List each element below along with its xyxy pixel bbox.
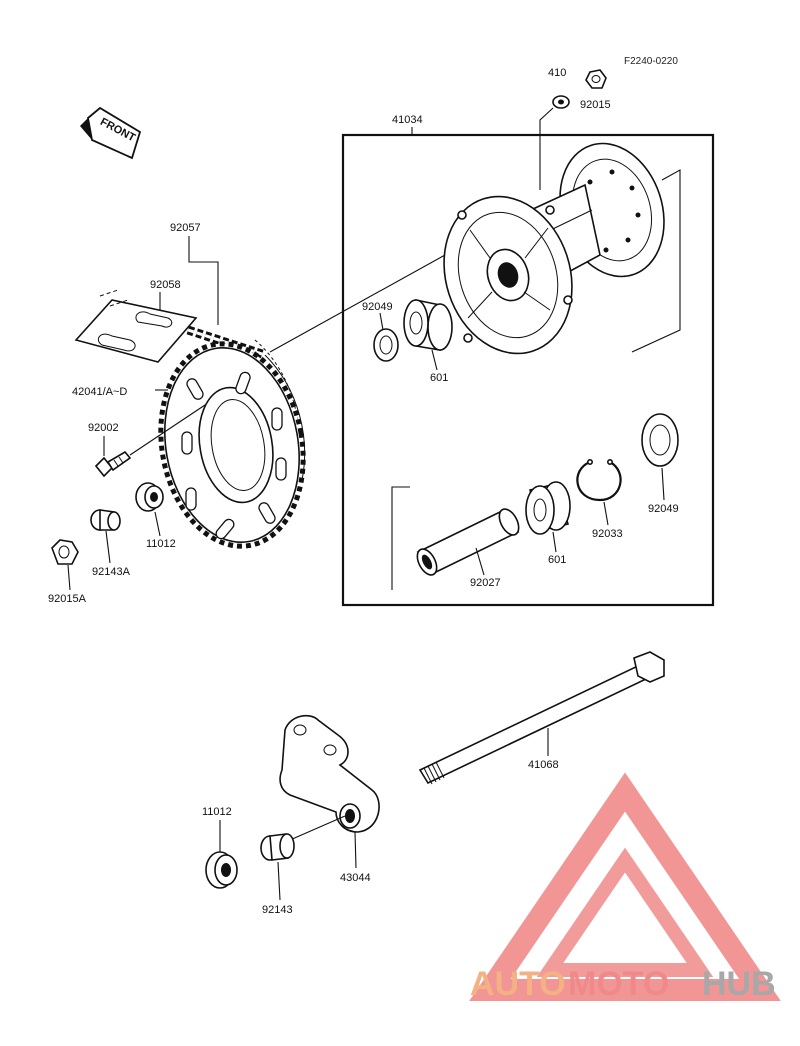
label-43044: 43044 <box>340 872 371 884</box>
circlip-92033 <box>576 458 622 502</box>
collar-92143A <box>90 509 121 531</box>
label-92033: 92033 <box>592 528 623 540</box>
label-92057: 92057 <box>170 222 201 234</box>
automotohub-logo: AUTO MOTO HUB <box>469 772 781 1003</box>
label-601-bottom: 601 <box>548 554 566 566</box>
seal-92049-bottom <box>641 413 679 467</box>
label-92049-bottom: 92049 <box>648 503 679 515</box>
axle-41068 <box>418 651 665 785</box>
collar-11012-top <box>135 482 164 512</box>
label-410: 410 <box>548 67 566 79</box>
bolt-92002 <box>94 450 132 478</box>
label-11012-bottom: 11012 <box>202 806 232 818</box>
label-92058: 92058 <box>150 279 181 291</box>
bearing-601-top <box>403 299 453 351</box>
watermark-moto: MOTO <box>568 965 669 1003</box>
master-link-92058 <box>74 289 198 363</box>
diagram-code: F2240-0220 <box>624 56 678 67</box>
label-41068: 41068 <box>528 759 559 771</box>
label-92143A: 92143A <box>92 566 131 578</box>
hub-assembly-box <box>341 133 715 607</box>
watermark-hub: HUB <box>702 965 776 1003</box>
rear-sprocket <box>158 341 306 549</box>
label-92015: 92015 <box>580 99 611 111</box>
front-arrow-icon: FRONT <box>80 106 142 160</box>
watermark-auto: AUTO <box>470 965 566 1003</box>
label-92015A: 92015A <box>48 593 87 605</box>
washer-410 <box>552 95 570 109</box>
label-601-top: 601 <box>430 372 448 384</box>
label-92049-top: 92049 <box>362 301 393 313</box>
label-11012-top: 11012 <box>146 538 176 550</box>
seal-92049-top <box>373 328 399 362</box>
collar-92143 <box>260 833 295 861</box>
label-41034: 41034 <box>392 114 423 126</box>
bearing-601-bottom <box>525 481 571 535</box>
spacer-92027 <box>416 508 520 576</box>
nut-92015A <box>51 539 79 565</box>
drive-chain-92057 <box>186 325 306 481</box>
collar-11012-bottom <box>205 851 238 889</box>
label-42041: 42041/A~D <box>72 386 127 398</box>
label-92002: 92002 <box>88 422 119 434</box>
label-92027: 92027 <box>470 577 501 589</box>
caliper-bracket-43044 <box>279 714 380 833</box>
wheel-hub <box>443 142 665 355</box>
nut-92015 <box>585 69 607 89</box>
label-92143: 92143 <box>262 904 293 916</box>
